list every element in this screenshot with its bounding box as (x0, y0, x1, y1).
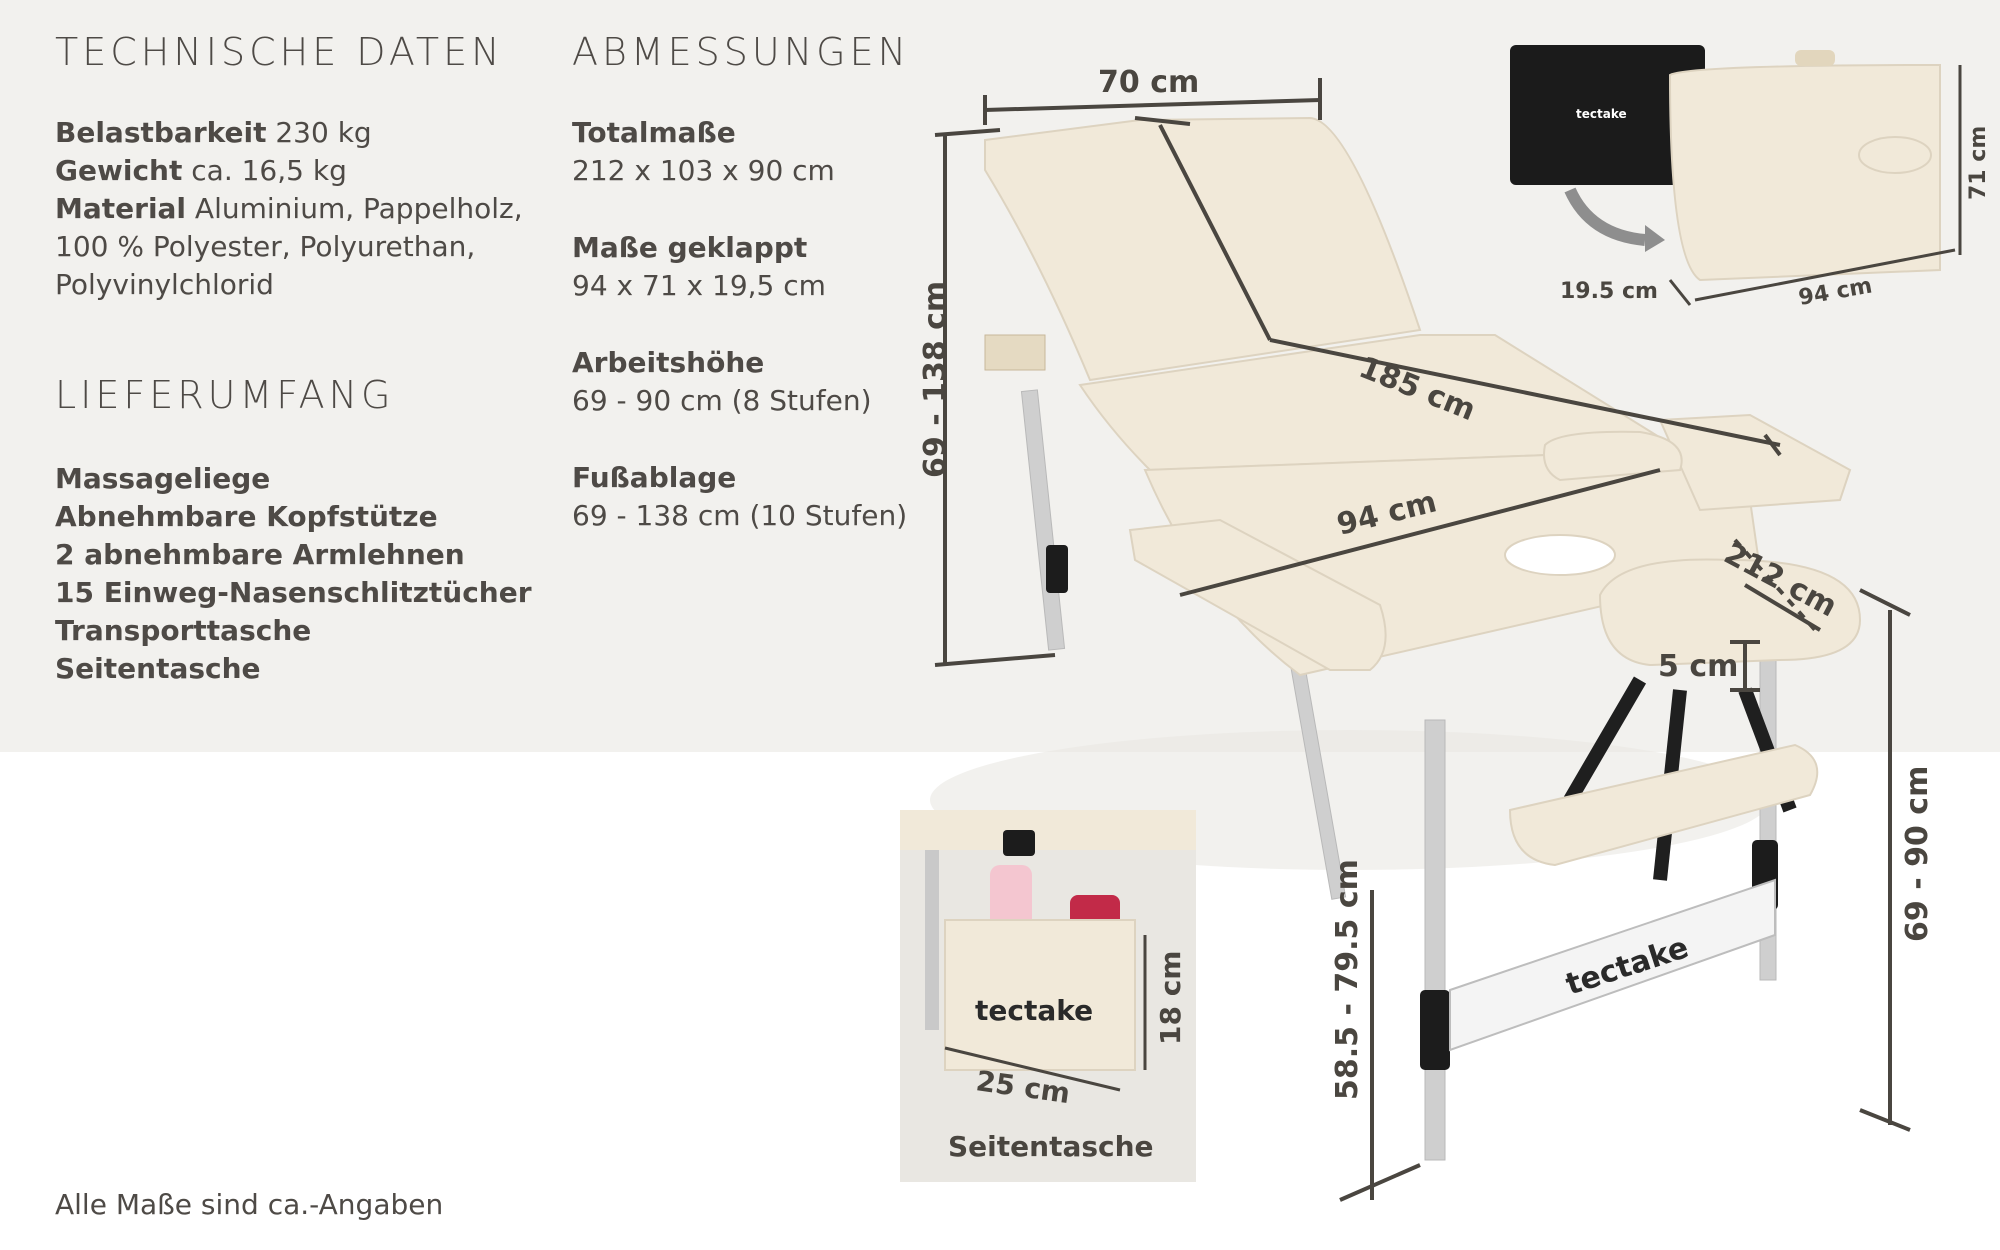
dim-head-thickness-label: 5 cm (1658, 649, 1738, 684)
arm-pad (1543, 430, 1683, 482)
dims-label: Fußablage (572, 461, 737, 494)
strap (1563, 676, 1647, 804)
scope-item: 2 abnehmbare Armlehnen (55, 538, 465, 571)
spec-material-line: Polyvinylchlorid (55, 268, 274, 301)
dims-value: 212 x 103 x 90 cm (572, 154, 835, 187)
dim-folded-height-label: 71 cm (1966, 126, 1991, 200)
footrest (1508, 743, 1819, 867)
head-rest (1598, 558, 1862, 667)
dim-work-height-label: 69 - 90 cm (1900, 766, 1935, 942)
back-side-pocket (984, 334, 1046, 371)
pocket-inset-clip (1003, 830, 1035, 856)
folded-dimension-lines (1668, 65, 1962, 306)
spec-value: Aluminium, Pappelholz, (186, 192, 523, 225)
footnote: Alle Maße sind ca.-Angaben (55, 1188, 444, 1221)
dim-tick (1134, 116, 1191, 126)
folded-face-hole (1858, 136, 1932, 174)
tech-heading: TECHNISCHE DATEN (55, 30, 504, 74)
spec-label: Gewicht (55, 154, 183, 187)
tech-specs: Belastbarkeit 230 kg Gewicht ca. 16,5 kg… (55, 114, 523, 304)
folded-table (1668, 63, 1941, 282)
dim-tick (934, 653, 1056, 667)
dim-tick (934, 128, 1001, 137)
spec-value: ca. 16,5 kg (182, 154, 347, 187)
arrow-icon (1564, 187, 1646, 246)
transport-bag (1510, 45, 1705, 185)
folded-handle (1795, 50, 1835, 66)
leg-back-left (1020, 389, 1066, 651)
leg-clamp (1420, 990, 1450, 1070)
table-cushions (984, 116, 1862, 677)
pocket-caption: Seitentasche (948, 1130, 1154, 1163)
dims-heading: ABMESSUNGEN (572, 30, 911, 74)
pocket-dimension-lines (944, 935, 1147, 1092)
dim-length-line (1158, 124, 1272, 341)
folded-table-inset: tectake 71 cm 19.5 cm 94 cm (1510, 45, 1991, 311)
scope-item: Transporttasche (55, 614, 312, 647)
bag-brand: tectake (1576, 107, 1627, 121)
dims-value: 69 - 138 cm (10 Stufen) (572, 499, 908, 532)
scope-list: Massageliege Abnehmbare Kopfstütze 2 abn… (55, 460, 532, 688)
dim-pocket-width-line (944, 1046, 1121, 1092)
leg-brace (1449, 878, 1776, 1052)
spec-row-material: Material Aluminium, Pappelholz, (55, 190, 523, 228)
spec-value: 230 kg (266, 116, 372, 149)
backrest-cushion (984, 116, 1422, 382)
dim-pocket-height-label: 18 cm (1154, 951, 1187, 1046)
side-pocket-inset: tectake 18 cm 25 cm Seitentasche (900, 810, 1196, 1182)
arm-rest (1128, 518, 1387, 671)
dimension-lines (934, 78, 1911, 1202)
spec-label: Material (55, 192, 187, 225)
dims-label: Arbeitshöhe (572, 346, 765, 379)
face-hole (1504, 534, 1616, 576)
dim-tick (1859, 1108, 1911, 1132)
scope-item: Abnehmbare Kopfstütze (55, 500, 438, 533)
dim-folded-depth-label: 19.5 cm (1560, 279, 1658, 304)
dim-tick (1763, 433, 1782, 457)
dim-tick (1743, 583, 1822, 632)
dims-label: Totalmaße (572, 116, 736, 149)
dims-value: 94 x 71 x 19,5 cm (572, 269, 826, 302)
pocket-inset-table-edge (900, 810, 1196, 850)
arrow-head-icon (1645, 225, 1665, 252)
spec-row-load: Belastbarkeit 230 kg (55, 114, 523, 152)
scope-item: Massageliege (55, 462, 271, 495)
pocket-brand: tectake (975, 994, 1093, 1027)
spec-label: Belastbarkeit (55, 116, 267, 149)
dims-list: Totalmaße 212 x 103 x 90 cm Maße geklapp… (572, 114, 907, 574)
dim-folded-length-line (1694, 248, 1956, 302)
dims-label: Maße geklappt (572, 231, 808, 264)
leg-clamp (1046, 545, 1068, 593)
dim-back-height-label: 69 - 138 cm (918, 281, 953, 478)
dim-tick (1859, 588, 1911, 617)
dim-folded-depth-line (1668, 279, 1692, 306)
spec-row-weight: Gewicht ca. 16,5 kg (55, 152, 523, 190)
pocket-inset-leg (925, 850, 939, 1030)
dim-tick (1339, 1163, 1421, 1202)
arm-rest-right (1658, 413, 1852, 512)
scope-item: 15 Einweg-Nasenschlitztücher (55, 576, 532, 609)
dim-width-label: 70 cm (1098, 65, 1199, 100)
dims-value: 69 - 90 cm (8 Stufen) (572, 384, 872, 417)
leg-front-left (1424, 719, 1446, 1161)
dim-total-line (1733, 538, 1817, 632)
dim-width-line (984, 98, 1321, 112)
dim-length-line (1269, 338, 1781, 447)
dim-arm-line (1179, 468, 1661, 597)
scope-heading: LIEFERUMFANG (55, 373, 395, 417)
scope-item: Seitentasche (55, 652, 261, 685)
middle-cushion (1078, 334, 1684, 472)
spec-material-line: 100 % Polyester, Polyurethan, (55, 230, 476, 263)
dim-leg-label: 58.5 - 79.5 cm (1330, 859, 1365, 1100)
